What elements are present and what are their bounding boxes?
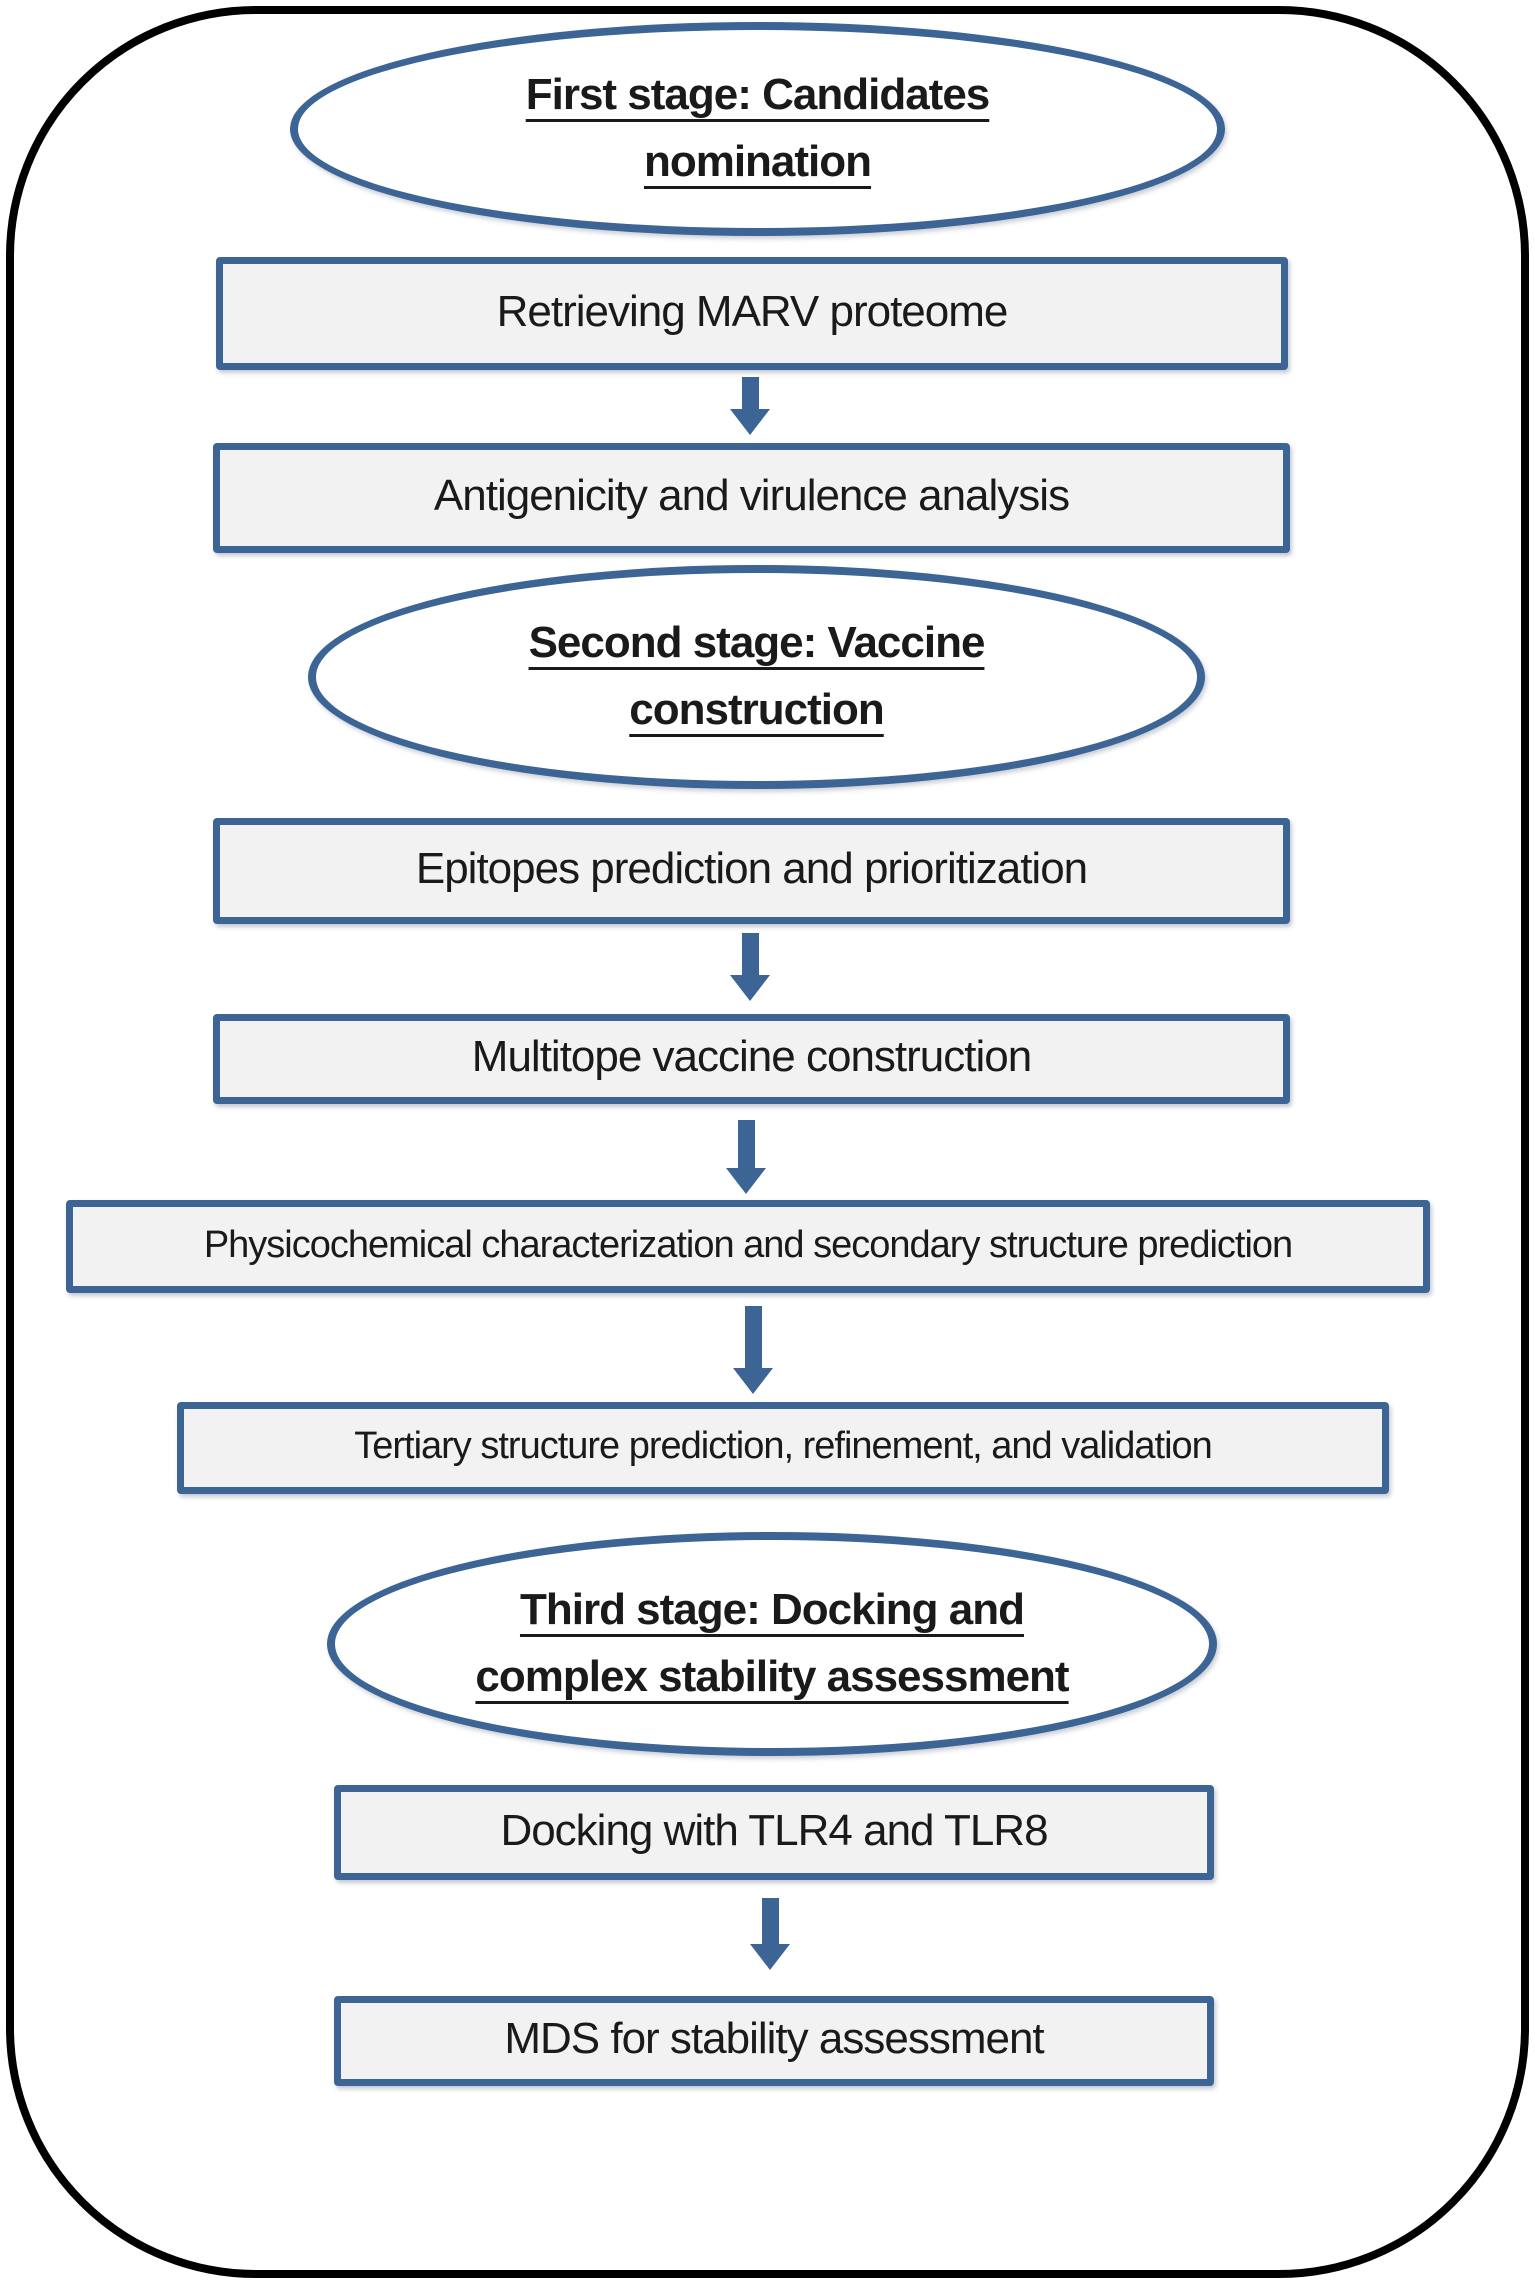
stage-2-line-1: Second stage: Vaccine (528, 618, 986, 668)
stage-2-line-2: construction (629, 685, 884, 734)
step-8-label: MDS for stability assessment (504, 2014, 1044, 2063)
stage-1-ellipse: First stage: Candidates nomination (290, 22, 1225, 236)
stage-1-line-2: nomination (643, 137, 872, 186)
step-6-box: Tertiary structure prediction, refinemen… (177, 1402, 1389, 1494)
stage-3-text: Third stage: Docking and complex stabili… (475, 1585, 1069, 1702)
arrow-shaft (741, 377, 759, 409)
step-7-box: Docking with TLR4 and TLR8 (334, 1785, 1214, 1880)
arrow-head (726, 1168, 766, 1194)
outer-rounded-border (6, 6, 1529, 2278)
step-5-box: Physicochemical characterization and sec… (66, 1200, 1430, 1293)
step-5-label: Physicochemical characterization and sec… (203, 1223, 1293, 1266)
arrow-head (730, 409, 770, 435)
down-arrow-icon (726, 1120, 766, 1194)
stage-2-ellipse: Second stage: Vaccine construction (308, 565, 1205, 789)
arrow-shaft (744, 1306, 762, 1368)
stage-3-line-1: Third stage: Docking and (519, 1585, 1025, 1635)
step-7-label: Docking with TLR4 and TLR8 (500, 1805, 1048, 1855)
step-4-box: Multitope vaccine construction (213, 1014, 1290, 1104)
down-arrow-icon (730, 933, 770, 1001)
step-2-box: Antigenicity and virulence analysis (213, 443, 1290, 553)
arrow-shaft (761, 1898, 779, 1944)
step-2-label: Antigenicity and virulence analysis (433, 471, 1070, 520)
step-1-box: Retrieving MARV proteome (216, 257, 1288, 370)
stage-1-text: First stage: Candidates nomination (525, 70, 991, 187)
stage-2-text: Second stage: Vaccine construction (528, 618, 986, 735)
stage-1-line-1: First stage: Candidates (525, 70, 991, 120)
step-3-label: Epitopes prediction and prioritization (415, 844, 1088, 893)
step-4-label: Multitope vaccine construction (471, 1032, 1032, 1081)
arrow-shaft (737, 1120, 755, 1168)
arrow-head (733, 1368, 773, 1394)
stage-3-line-2: complex stability assessment (475, 1652, 1069, 1701)
stage-3-ellipse: Third stage: Docking and complex stabili… (327, 1532, 1217, 1756)
step-1-label: Retrieving MARV proteome (496, 286, 1009, 336)
down-arrow-icon (730, 377, 770, 435)
step-3-box: Epitopes prediction and prioritization (213, 818, 1290, 924)
down-arrow-icon (750, 1898, 790, 1970)
down-arrow-icon (733, 1306, 773, 1394)
arrow-head (750, 1944, 790, 1970)
arrow-head (730, 975, 770, 1001)
arrow-shaft (741, 933, 759, 975)
step-6-label: Tertiary structure prediction, refinemen… (354, 1425, 1213, 1467)
step-8-box: MDS for stability assessment (334, 1996, 1214, 2086)
